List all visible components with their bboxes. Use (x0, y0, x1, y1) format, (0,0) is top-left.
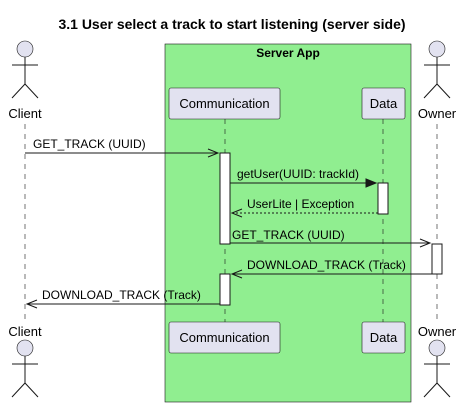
message-get-user-label: getUser(UUID: trackId) (237, 167, 359, 181)
owner-actor-bottom-icon (423, 339, 451, 398)
data-activation (377, 182, 389, 215)
message-download-track-client-label: DOWNLOAD_TRACK (Track) (42, 288, 201, 302)
client-actor-top-icon (11, 40, 39, 99)
owner-label-bottom: Owner (418, 324, 457, 339)
communication-activation-2 (219, 273, 231, 306)
communication-box-bottom (168, 321, 281, 354)
message-download-track-owner-label: DOWNLOAD_TRACK (Track) (247, 258, 406, 272)
communication-label-top: Communication (179, 96, 269, 111)
data-label-top: Data (370, 96, 398, 111)
client-label-top: Client (8, 106, 42, 121)
server-app-box-label: Server App (256, 46, 320, 60)
message-download-track-owner (230, 269, 432, 279)
owner-actor-top-icon (423, 40, 451, 99)
message-get-track-client (25, 148, 220, 158)
owner-label-top: Owner (418, 106, 457, 121)
message-get-track-owner-label: GET_TRACK (UUID) (232, 228, 345, 242)
communication-label-bottom: Communication (179, 330, 269, 345)
client-label-bottom: Client (8, 324, 42, 339)
message-download-track-client (25, 299, 220, 309)
data-box-top (361, 87, 406, 120)
diagram-title: 3.1 User select a track to start listeni… (58, 16, 405, 32)
message-get-track-client-label: GET_TRACK (UUID) (33, 137, 146, 151)
owner-activation (431, 243, 443, 275)
communication-box-top (168, 87, 281, 120)
client-actor-bottom-icon (11, 339, 39, 398)
data-box-bottom (361, 321, 406, 354)
message-get-track-owner (230, 238, 432, 248)
message-userlite-return (230, 208, 378, 218)
message-userlite-return-label: UserLite | Exception (247, 197, 354, 211)
data-label-bottom: Data (370, 330, 398, 345)
message-get-user (230, 178, 378, 188)
communication-activation-1 (219, 152, 231, 245)
